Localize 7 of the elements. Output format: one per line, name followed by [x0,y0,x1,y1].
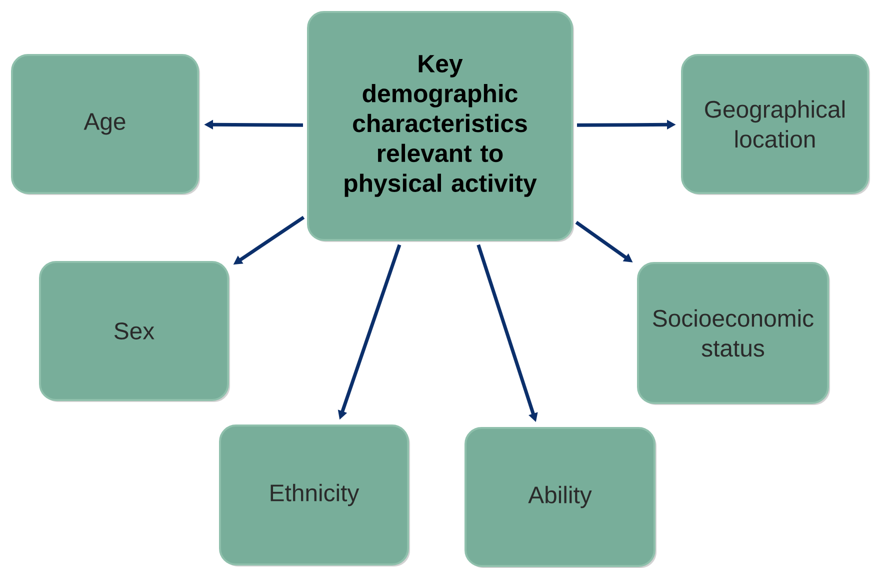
category-box: Sex [39,261,230,402]
category-box: Age [11,54,200,195]
category-box: Geographical location [681,54,870,195]
central-box: Key demographic characteristics relevant to physical activity [307,11,574,242]
category-box: Socioeconomic status [637,262,830,405]
category-box: Ability [464,427,656,568]
category-box: Ethnicity [219,424,410,566]
